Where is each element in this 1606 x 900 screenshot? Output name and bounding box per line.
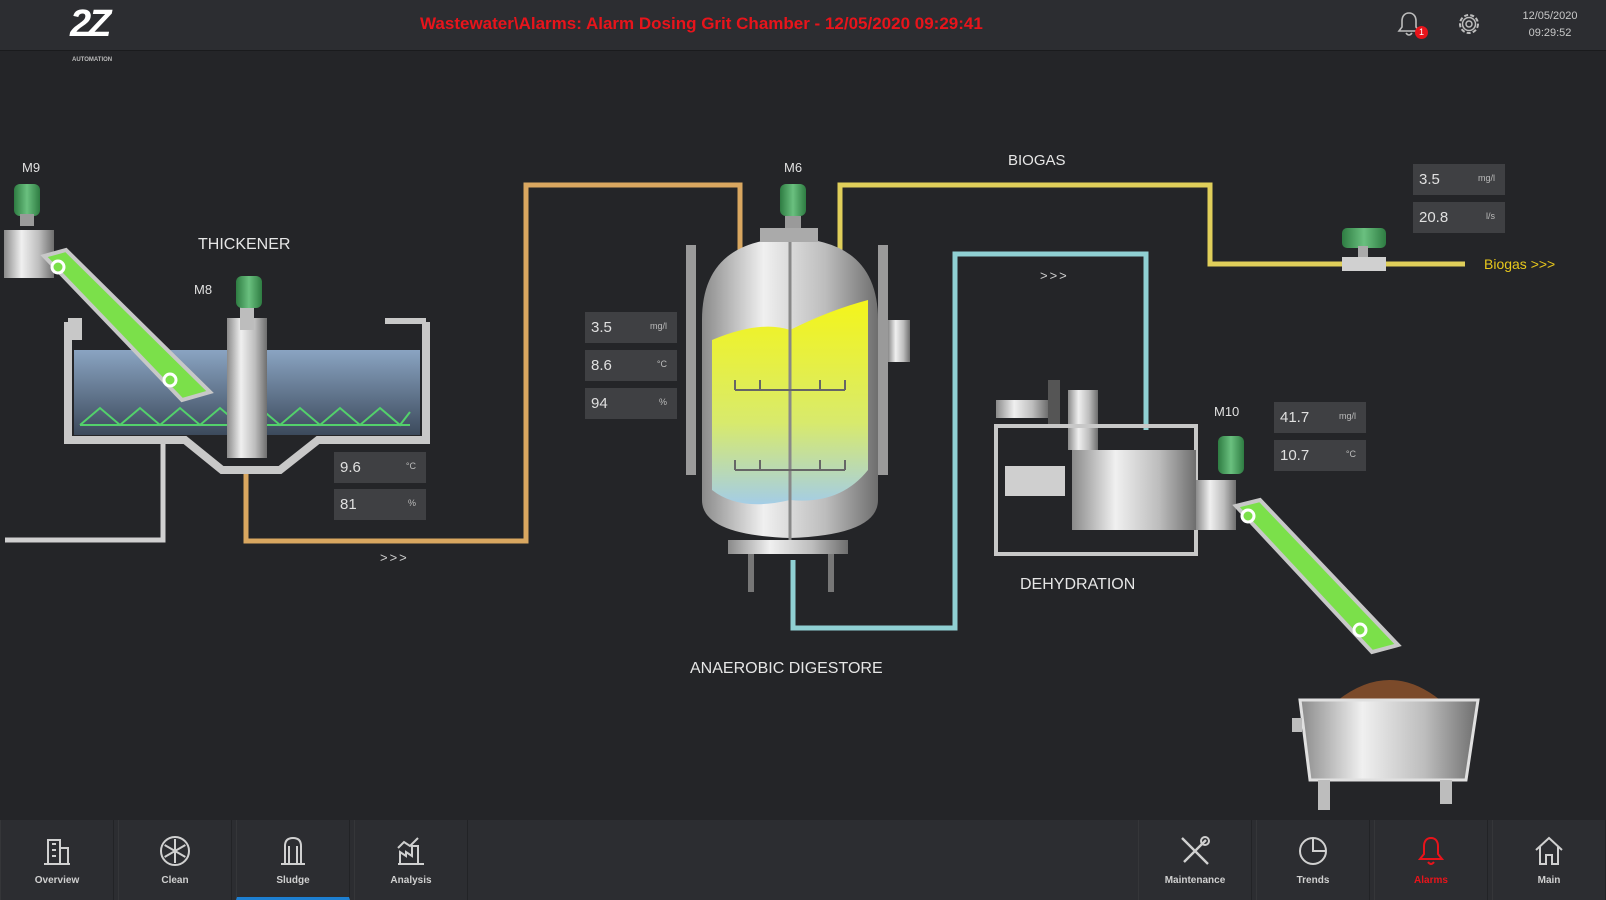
nav-label: Sludge	[276, 875, 310, 886]
pipe-biogas	[837, 182, 1465, 267]
alarm-bell-icon	[1417, 836, 1445, 865]
nav-analysis-button[interactable]: Analysis	[354, 820, 468, 900]
flow-direction-arrows: >>>	[380, 550, 409, 565]
readout-dehydration-temperature: 10.7 °C	[1274, 440, 1366, 471]
nav-label: Main	[1537, 875, 1561, 886]
readout-value: 3.5	[591, 319, 612, 336]
readout-value: 81	[340, 496, 357, 513]
nav-overview-button[interactable]: Overview	[0, 820, 114, 900]
motor-m9-icon[interactable]	[14, 184, 40, 226]
dehydration-label: DEHYDRATION	[1020, 576, 1136, 593]
active-alarm-banner[interactable]: Wastewater\Alarms: Alarm Dosing Grit Cha…	[420, 14, 983, 33]
nav-label: Analysis	[390, 875, 432, 886]
readout-value: 20.8	[1419, 209, 1449, 226]
bottom-navigation: Overview Clean Sludge Analysis Maintenan…	[0, 820, 1606, 900]
thickener-label: THICKENER	[198, 236, 291, 253]
logo-text: 2Z	[70, 3, 111, 45]
readout-digester-percent: 94 %	[585, 388, 677, 419]
motor-m10-label: M10	[1214, 404, 1240, 419]
silo-icon	[281, 836, 305, 865]
nav-label: Maintenance	[1164, 875, 1226, 886]
nav-label: Alarms	[1414, 875, 1448, 886]
biogas-label: BIOGAS	[1008, 152, 1066, 169]
flow-direction-arrows: >>>	[1040, 268, 1069, 283]
factory-chart-icon	[397, 837, 424, 865]
readout-biogas-flow: 20.8 l/s	[1413, 202, 1505, 233]
anaerobic-digester-vessel	[686, 228, 910, 592]
current-date: 12/05/2020	[1522, 10, 1578, 22]
process-diagram	[4, 182, 1480, 810]
notification-bell-icon[interactable]	[1395, 10, 1423, 38]
notification-badge: 1	[1415, 26, 1428, 39]
readout-value: 9.6	[340, 459, 361, 476]
tools-icon	[1181, 836, 1210, 865]
readout-unit: °C	[656, 359, 667, 369]
top-bar: 2Z AUTOMATION Wastewater\Alarms: Alarm D…	[0, 0, 1606, 63]
readout-unit: mg/l	[1338, 411, 1356, 421]
nav-label: Overview	[34, 875, 80, 886]
readout-value: 41.7	[1280, 409, 1310, 426]
readout-dehydration-concentration: 41.7 mg/l	[1274, 402, 1366, 433]
conveyor-m10	[1232, 497, 1402, 655]
readout-biogas-concentration: 3.5 mg/l	[1413, 164, 1505, 195]
motor-m6-icon[interactable]	[780, 184, 806, 228]
motor-m9-label: M9	[22, 160, 41, 175]
pipe-digester-to-dehydration	[790, 251, 1149, 631]
readout-value: 10.7	[1280, 447, 1310, 464]
readout-digester-temperature: 8.6 °C	[585, 350, 677, 381]
thickener-tank	[64, 300, 430, 474]
nav-alarms-button[interactable]: Alarms	[1374, 820, 1488, 900]
readout-value: 94	[591, 395, 608, 412]
nav-label: Trends	[1296, 875, 1330, 886]
date-time-display: 12/05/2020 09:29:52	[1500, 8, 1600, 42]
conveyor-m9	[4, 230, 214, 403]
building-icon	[44, 839, 70, 865]
dehydration-centrifuge	[994, 380, 1236, 556]
settings-gear-icon[interactable]	[1454, 9, 1484, 39]
readout-unit: °C	[1345, 449, 1356, 459]
motor-m8-label: M8	[194, 282, 213, 297]
home-icon	[1535, 836, 1563, 865]
nav-maintenance-button[interactable]: Maintenance	[1138, 820, 1252, 900]
pipe-thickener-to-digester	[243, 182, 743, 544]
nav-trends-button[interactable]: Trends	[1256, 820, 1370, 900]
digester-label: ANAEROBIC DIGESTORE	[690, 660, 883, 677]
nav-main-button[interactable]: Main	[1492, 820, 1606, 900]
readout-thickener-temperature: 9.6 °C	[334, 452, 426, 483]
pipe-thickener-overflow	[5, 440, 166, 543]
motor-m10-icon[interactable]	[1218, 436, 1244, 474]
nav-label: Clean	[161, 875, 189, 886]
company-logo: 2Z AUTOMATION	[70, 3, 144, 63]
readout-unit: °C	[405, 461, 416, 471]
readout-unit: l/s	[1486, 211, 1495, 221]
snowflake-icon	[160, 836, 190, 866]
motor-m8-icon[interactable]	[236, 276, 262, 308]
readout-unit: %	[407, 498, 416, 508]
pie-chart-icon	[1299, 837, 1327, 865]
nav-sludge-button[interactable]: Sludge	[236, 820, 350, 900]
readout-digester-concentration: 3.5 mg/l	[585, 312, 677, 343]
readout-unit: mg/l	[649, 321, 667, 331]
biogas-outlet-label[interactable]: Biogas >>>	[1484, 256, 1556, 272]
motor-m6-label: M6	[784, 160, 803, 175]
readout-thickener-percent: 81 %	[334, 489, 426, 520]
nav-clean-button[interactable]: Clean	[118, 820, 232, 900]
readout-value: 3.5	[1419, 171, 1440, 188]
current-time: 09:29:52	[1528, 27, 1572, 39]
readout-unit: mg/l	[1477, 173, 1495, 183]
biogas-valve-icon[interactable]	[1342, 228, 1386, 271]
readout-value: 8.6	[591, 357, 612, 374]
readout-unit: %	[658, 397, 667, 407]
logo-subtext: AUTOMATION	[72, 57, 113, 63]
sludge-container	[1292, 680, 1480, 810]
